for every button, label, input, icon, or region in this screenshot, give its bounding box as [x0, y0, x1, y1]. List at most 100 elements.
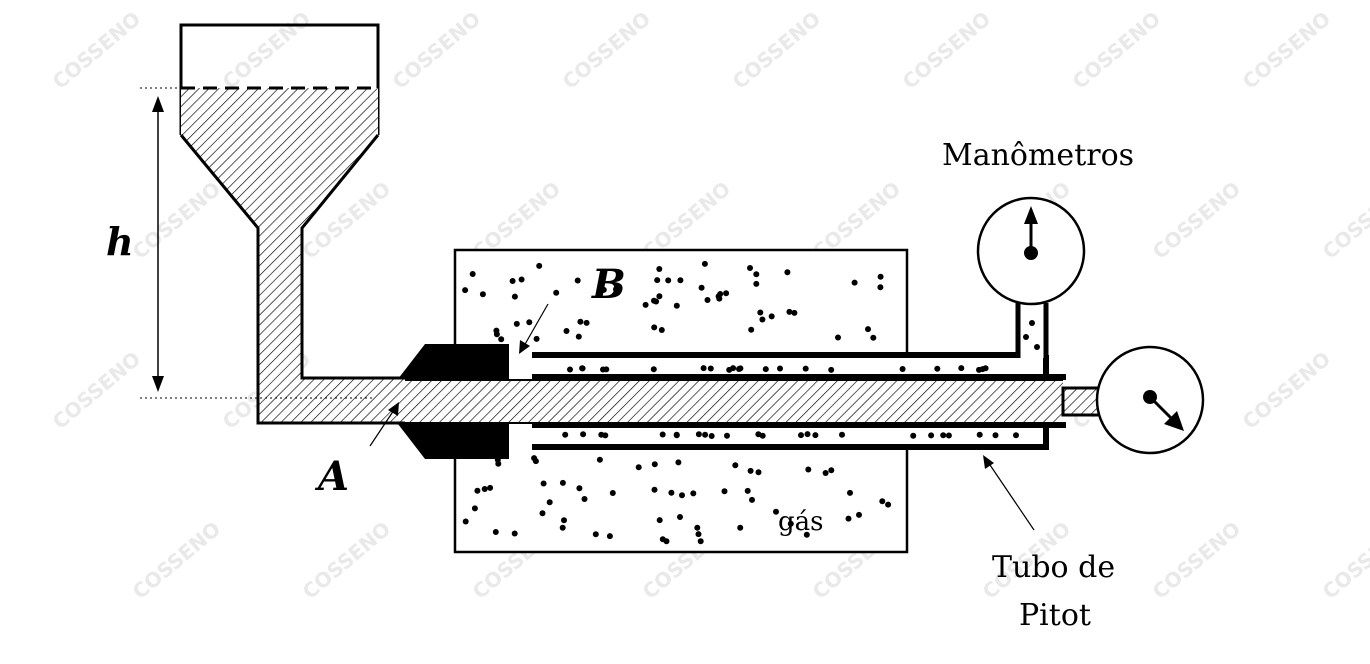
gas-particle — [879, 498, 886, 505]
gas-particle — [492, 529, 499, 535]
label-pitot-line1: Tubo de — [992, 550, 1115, 585]
gas-particle — [812, 432, 819, 439]
gas-particle — [759, 316, 766, 323]
gas-particle — [650, 366, 657, 373]
gas-particle — [474, 487, 481, 494]
gas-particle — [877, 284, 884, 291]
gas-particle — [609, 490, 616, 496]
gas-particle — [675, 459, 682, 466]
label-pitot-line2: Pitot — [1019, 598, 1091, 633]
watermark-tile: COSSENO — [1238, 7, 1335, 94]
gas-particle — [487, 484, 494, 491]
gas-particle — [663, 538, 670, 545]
gas-particle — [561, 517, 567, 524]
gas-particle — [747, 265, 753, 271]
label-pointers — [369, 303, 1035, 531]
gas-particle — [877, 273, 884, 280]
gas-particle — [698, 284, 705, 291]
gas-particle — [737, 524, 744, 531]
gas-particle — [934, 365, 941, 372]
gas-particle — [559, 479, 566, 486]
gas-particle — [732, 462, 739, 469]
watermark-tile: COSSENO — [1238, 347, 1335, 434]
gas-particle — [509, 278, 516, 284]
label-h: h — [106, 219, 134, 264]
gas-particle — [697, 538, 704, 545]
gas-particle — [668, 489, 675, 496]
gas-particle — [724, 432, 730, 439]
gas-particle — [462, 518, 469, 525]
gas-particle — [579, 365, 586, 372]
gas-particle — [526, 319, 533, 326]
gas-particle — [910, 432, 917, 439]
gas-particle — [747, 467, 754, 474]
watermark-tile: COSSENO — [1148, 517, 1245, 604]
gas-particle — [695, 431, 702, 438]
watermark-tile: COSSENO — [48, 347, 145, 434]
gas-particle — [784, 269, 791, 276]
watermark-tile: COSSENO — [48, 7, 145, 94]
gas-particle — [533, 335, 540, 342]
watermark-tile: COSSENO — [218, 7, 315, 94]
gas-particle — [701, 260, 708, 267]
height-indicator — [140, 87, 375, 399]
gas-particle — [690, 490, 697, 497]
watermark-tile: COSSENO — [898, 7, 995, 94]
gas-particle — [651, 461, 658, 468]
gas-particle — [575, 333, 582, 340]
watermark-tile: COSSENO — [128, 177, 225, 264]
gas-particle — [654, 277, 661, 284]
gas-particle — [651, 297, 657, 304]
gas-particle — [553, 289, 560, 296]
gas-particle — [493, 331, 500, 338]
gas-particle — [1013, 432, 1019, 439]
gas-particle — [581, 496, 588, 502]
reservoir — [179, 23, 405, 425]
gas-particle — [539, 510, 546, 517]
gas-particle — [642, 301, 649, 308]
watermark-tile: COSSENO — [1068, 7, 1165, 94]
gas-particle — [899, 366, 906, 372]
manometer-right-gauge — [1095, 345, 1205, 455]
gas-particle — [471, 505, 478, 512]
gas-particle — [928, 432, 935, 439]
gas-particle — [656, 293, 663, 300]
gas-particles — [462, 260, 892, 545]
gas-particle — [700, 365, 707, 372]
gas-particle — [656, 266, 663, 272]
gas-particle — [828, 467, 835, 474]
gas-particle — [677, 277, 684, 284]
gas-particle — [982, 365, 989, 372]
inner-pipe — [405, 379, 1101, 424]
gas-particle — [481, 486, 488, 492]
gas-particle — [479, 291, 486, 298]
gas-particle — [992, 432, 999, 439]
watermark-tile: COSSENO — [558, 7, 655, 94]
label-manometros: Manômetros — [942, 138, 1134, 173]
gas-particle — [563, 328, 570, 334]
gas-particle — [531, 455, 538, 462]
gas-particle — [777, 365, 783, 372]
gas-particle — [592, 531, 599, 538]
watermark-tile: COSSENO — [1148, 177, 1245, 264]
gas-particle — [940, 432, 947, 439]
gas-particle — [851, 279, 858, 286]
gas-particle — [511, 530, 518, 537]
gas-particle — [513, 320, 520, 327]
gas-particle — [495, 460, 502, 467]
gas-particle — [757, 309, 764, 316]
gas-particle — [885, 501, 892, 508]
gas-particle — [462, 287, 469, 294]
gas-particle — [839, 431, 845, 438]
gas-particle — [787, 520, 794, 527]
gas-particle — [945, 432, 952, 439]
gas-particle — [651, 486, 658, 493]
gas-particle — [577, 318, 584, 325]
nozzle — [398, 344, 509, 459]
gas-particle — [835, 334, 841, 341]
gas-particle — [562, 431, 569, 438]
liquid-column — [181, 88, 405, 423]
gas-particle — [707, 365, 714, 372]
gas-particle — [536, 262, 543, 269]
label-A: A — [314, 453, 349, 500]
